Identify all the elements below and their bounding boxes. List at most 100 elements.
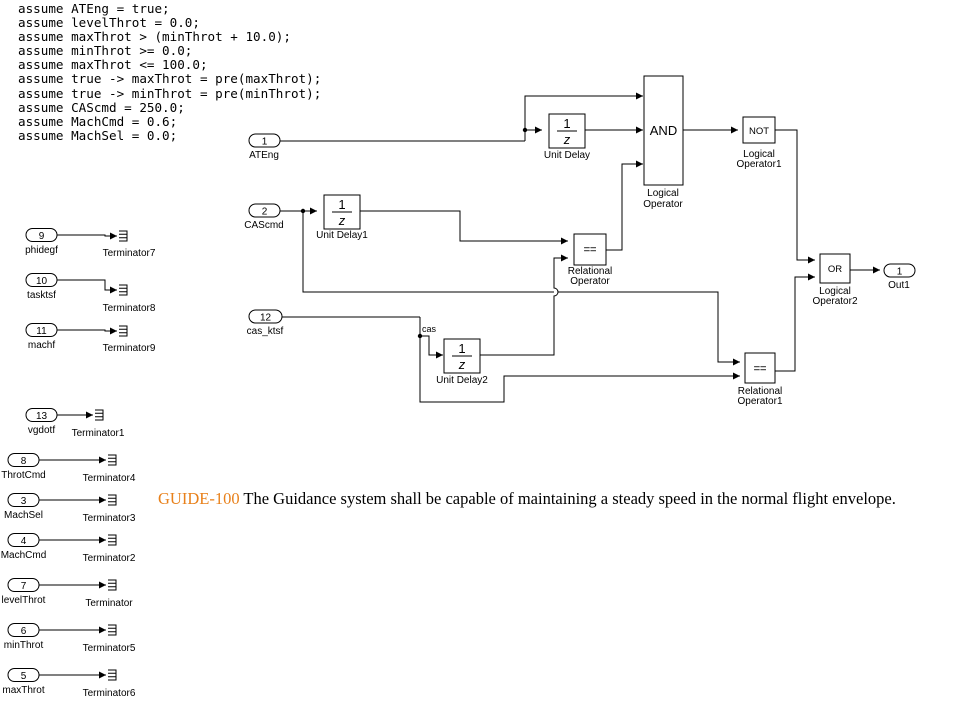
terminator-label: Terminator3	[83, 513, 136, 524]
branch-dot	[300, 208, 306, 214]
relational-operator-block[interactable]: == Relational Operator	[568, 233, 612, 287]
relational-operator1-block[interactable]: == Relational Operator1	[737, 352, 783, 407]
block-label: Logical	[743, 149, 775, 160]
inport-number: 13	[36, 411, 48, 422]
unit-delay-denominator: z	[458, 357, 466, 372]
unit-delay-label: Unit Delay	[544, 150, 590, 161]
inport-ateng[interactable]: 1 ATEng	[248, 133, 281, 161]
inport-cascmd[interactable]: 2 CAScmd	[244, 203, 284, 231]
terminator-label: Terminator4	[83, 473, 136, 484]
inport-label: cas_ktsf	[247, 326, 284, 337]
logical-or-block[interactable]: OR Logical Operator2	[812, 253, 858, 307]
line-cas-to-rel1	[419, 317, 740, 403]
line-rel-to-and	[606, 160, 643, 251]
block-label: Operator2	[812, 296, 857, 307]
block-label: Logical	[647, 188, 679, 199]
requirement-body: The Guidance system shall be capable of …	[239, 489, 896, 508]
and-operator-text: AND	[650, 123, 677, 138]
terminator-label: Terminator5	[83, 643, 136, 654]
signal-lines	[280, 92, 880, 403]
unit-delay-numerator: 1	[563, 116, 570, 131]
inport-label: ThrotCmd	[1, 470, 45, 481]
inport-label: machf	[28, 340, 55, 351]
terminator-icon	[119, 325, 128, 337]
requirement-text: GUIDE-100 The Guidance system shall be c…	[158, 489, 896, 509]
terminated-input-levelThrot[interactable]: 7 levelThrot Terminator	[2, 578, 134, 610]
unit-delay-label: Unit Delay2	[436, 375, 488, 386]
inport-number: 1	[262, 137, 268, 148]
assumption-line: assume CAScmd = 250.0;	[18, 99, 185, 115]
terminator-label: Terminator2	[83, 553, 136, 564]
line-delay1-to-rel	[360, 210, 568, 245]
inport-cas-ktsf[interactable]: 12 cas_ktsf	[247, 309, 284, 337]
outport-out1[interactable]: 1 Out1	[883, 263, 916, 291]
inport-number: 9	[39, 231, 45, 242]
not-operator-text: NOT	[749, 126, 769, 137]
terminator-label: Terminator7	[103, 248, 156, 259]
assumption-line: assume true -> maxThrot = pre(maxThrot);	[18, 71, 322, 87]
terminator-icon	[108, 669, 117, 681]
block-label: Operator	[643, 199, 683, 210]
signal-line	[57, 279, 117, 294]
inport-number: 5	[21, 671, 27, 682]
inport-number: 4	[21, 536, 27, 547]
terminator-icon	[108, 534, 117, 546]
terminated-input-vgdotf[interactable]: 13 vgdotf Terminator1	[25, 408, 125, 440]
logical-and-block[interactable]: AND Logical Operator	[643, 75, 684, 210]
unit-delay-block[interactable]: 1 z Unit Delay	[544, 113, 590, 161]
terminator-icon	[95, 409, 104, 421]
inport-number: 11	[36, 326, 47, 337]
terminator-icon	[119, 284, 128, 296]
inport-label: maxThrot	[2, 685, 44, 696]
block-label: Operator1	[736, 159, 781, 170]
assumption-line: assume MachSel = 0.0;	[18, 127, 178, 143]
unit-delay-denominator: z	[563, 132, 571, 147]
line-cascmd-branch	[302, 211, 554, 293]
unit-delay-denominator: z	[338, 213, 346, 228]
assumption-line: assume MachCmd = 0.6;	[18, 113, 178, 129]
assumption-line: assume maxThrot > (minThrot + 10.0);	[18, 29, 291, 45]
logical-not-block[interactable]: NOT Logical Operator1	[736, 116, 782, 170]
unit-delay-numerator: 1	[338, 197, 345, 212]
inport-label: CAScmd	[244, 220, 283, 231]
block-label: Relational	[568, 266, 612, 277]
signal-line	[57, 327, 117, 335]
terminator-label: Terminator1	[72, 428, 125, 439]
inport-label: vgdotf	[28, 425, 55, 436]
block-label: Relational	[738, 386, 782, 397]
terminator-icon	[108, 579, 117, 591]
inport-label: levelThrot	[2, 595, 46, 606]
terminated-input-maxThrot[interactable]: 5 maxThrot Terminator6	[2, 668, 136, 700]
line-delay2-to-rel	[480, 254, 568, 356]
assumption-line: assume true -> minThrot = pre(minThrot);	[18, 85, 322, 101]
block-label: Logical	[819, 286, 851, 297]
inport-label: MachSel	[4, 510, 43, 521]
unit-delay1-block[interactable]: 1 z Unit Delay1	[316, 194, 368, 241]
signal-label-cas: cas	[422, 324, 437, 334]
line-cascmd-branch-cont	[558, 291, 740, 366]
inport-number: 12	[260, 313, 272, 324]
terminator-label: Terminator	[85, 598, 133, 609]
inport-number: 7	[21, 581, 27, 592]
assumption-line: assume ATEng = true;	[18, 1, 170, 16]
inport-number: 2	[262, 207, 268, 218]
terminator-icon	[108, 624, 117, 636]
line-to-unit-delay	[524, 130, 542, 141]
inport-label: ATEng	[249, 150, 279, 161]
relational-op-text: ==	[754, 363, 767, 375]
line-cas-to-delay2	[420, 335, 443, 359]
outport-number: 1	[897, 267, 903, 278]
line-not-to-or	[775, 129, 815, 264]
or-operator-text: OR	[828, 264, 842, 275]
terminator-label: Terminator6	[83, 688, 136, 699]
unit-delay2-block[interactable]: 1 z Unit Delay2	[436, 338, 488, 386]
inport-label: minThrot	[4, 640, 44, 651]
